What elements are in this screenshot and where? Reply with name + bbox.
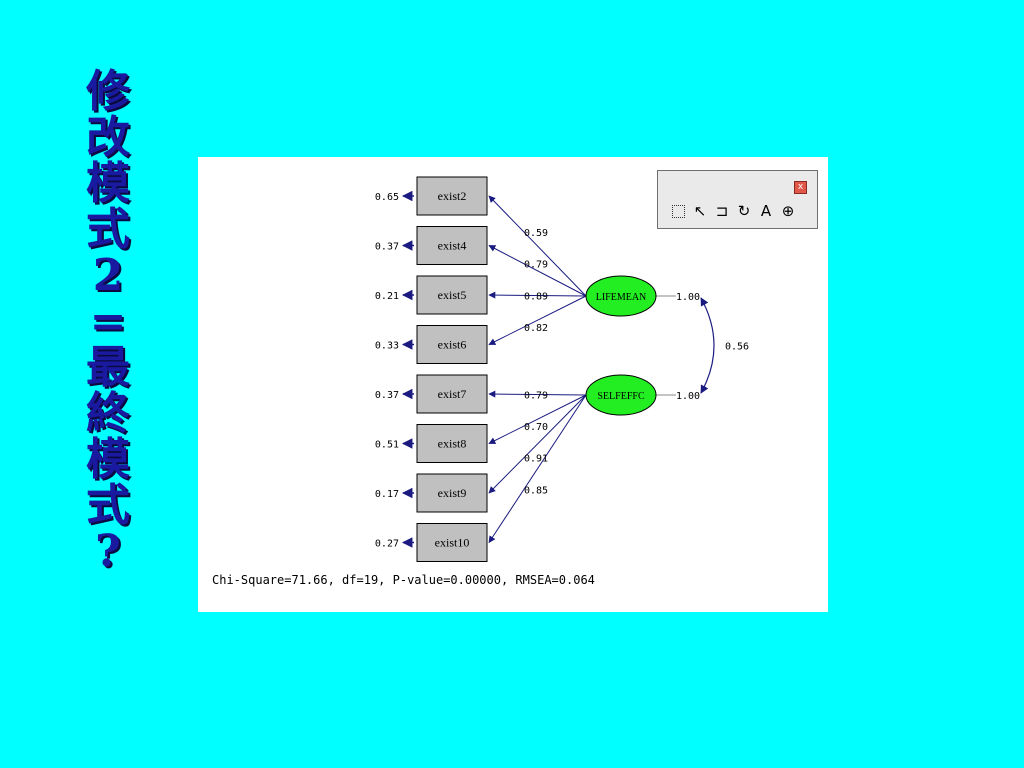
loading-path (488, 394, 587, 444)
loading-path (488, 245, 587, 297)
loading-path (488, 195, 587, 297)
error-variance: 0.27 (375, 539, 399, 550)
path-diagram: 0.59 0.65 exist2 0.79 0.37 exist4 0.89 0.21 exis… (212, 176, 749, 587)
loading-value: 0.82 (524, 323, 548, 334)
loading-value: 0.79 (524, 260, 548, 271)
loading-path (488, 390, 587, 398)
error-variance: 0.21 (375, 291, 399, 302)
error-variance: 0.37 (375, 242, 399, 253)
observed-variable-label: exist9 (438, 486, 467, 500)
latent-variance: 1.00 (676, 391, 700, 402)
path-diagram-panel: 0.59 0.65 exist2 0.79 0.37 exist4 0.89 0.21 exis… (198, 157, 828, 612)
error-variance: 0.51 (375, 440, 399, 451)
correlation-value: 0.56 (725, 342, 749, 353)
observed-variable-box (416, 176, 488, 216)
latent-variable-ellipse (585, 275, 657, 317)
observed-variable-box (416, 325, 488, 364)
loading-value: 0.89 (524, 291, 548, 302)
observed-variable-box (416, 523, 488, 562)
pointer-arrow-icon[interactable]: ↖ (693, 202, 707, 220)
observed-variable-label: exist10 (435, 536, 470, 550)
loading-value: 0.85 (524, 485, 548, 496)
observed-variable-box (416, 424, 488, 463)
latent-variable-ellipse (585, 374, 657, 416)
observed-variable-label: exist6 (438, 338, 467, 352)
loading-value: 0.91 (524, 454, 548, 465)
fit-statistics: Chi-Square=71.66, df=19, P-value=0.00000… (212, 573, 595, 587)
loading-path (488, 291, 587, 299)
observed-variable-box (416, 374, 488, 414)
observed-variable-label: exist2 (438, 189, 467, 203)
loading-path (488, 394, 587, 494)
latent-variance: 1.00 (676, 292, 700, 303)
title-char: ? (95, 526, 121, 577)
observed-variable-label: exist4 (438, 239, 467, 253)
title-char: 模 (86, 158, 130, 209)
drawing-toolbar: x ↖ ⊐ ↻ A ⊕ (657, 170, 818, 229)
rotate-icon[interactable]: ↻ (737, 202, 751, 220)
latent-variable-label: LIFEMEAN (596, 292, 647, 303)
title-char: 最 (86, 342, 130, 393)
close-button[interactable]: x (794, 181, 807, 194)
zoom-icon[interactable]: ⊕ (781, 202, 795, 220)
title-char: 式 (86, 480, 130, 531)
latent-variable-label: SELFEFFC (597, 391, 645, 402)
observed-variable-label: exist5 (438, 288, 467, 302)
observed-variable-box (416, 473, 488, 513)
title-char: 式 (86, 204, 130, 255)
loading-path (488, 394, 587, 544)
loading-value: 0.70 (524, 422, 548, 433)
path-icon[interactable]: ⊐ (715, 202, 729, 220)
error-variance: 0.37 (375, 390, 399, 401)
error-variance: 0.65 (375, 192, 399, 203)
loading-value: 0.79 (524, 390, 548, 401)
observed-variable-label: exist8 (438, 437, 467, 451)
title-char: 修 (86, 66, 130, 117)
title-char: 改 (86, 112, 130, 163)
observed-variable-box (416, 275, 488, 315)
correlation-curve (700, 297, 715, 394)
select-box-icon[interactable] (667, 201, 689, 221)
observed-variable-label: exist7 (438, 387, 467, 401)
title-char: 模 (86, 434, 130, 485)
text-icon[interactable]: A (760, 202, 772, 220)
error-variance: 0.33 (375, 341, 399, 352)
error-variance: 0.17 (375, 489, 399, 500)
observed-variable-box (416, 226, 488, 265)
title-char: = (89, 296, 127, 347)
loading-path (488, 295, 587, 345)
title-char: 終 (86, 388, 130, 439)
loading-value: 0.59 (524, 228, 548, 239)
title-char: 2 (92, 250, 124, 301)
